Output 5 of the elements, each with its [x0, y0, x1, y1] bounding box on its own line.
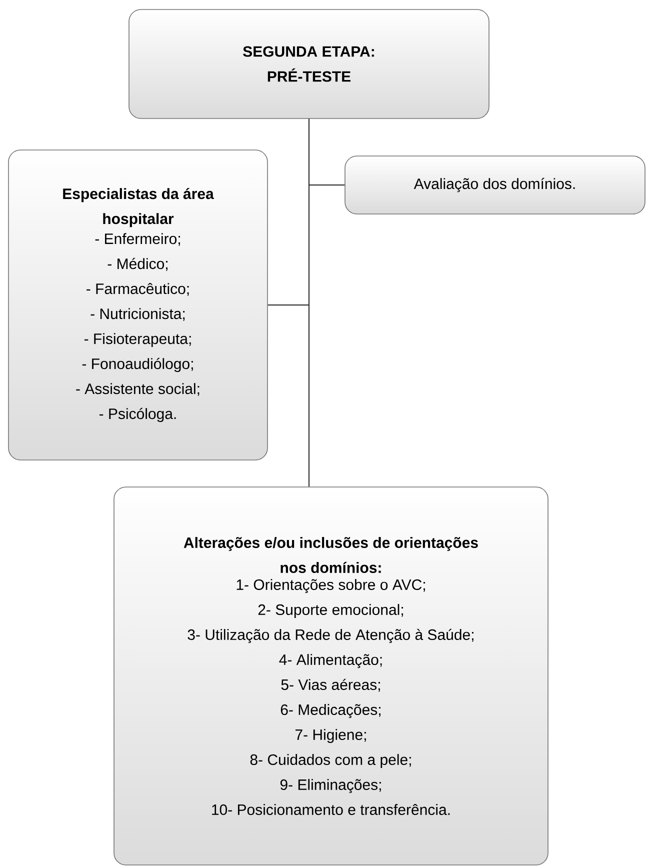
process-box: Especialistas da área hospitalar - Enfermeiro; - Médico; - Farmacêutico; - Nutricionista; - Fisioterapeuta; - Fonoaudiólogo; - Assistente social; - Psicóloga. — [8, 150, 268, 460]
process-box: Avaliação dos domínios. — [344, 156, 646, 214]
process-box: SEGUNDA ETAPA: PRÉ-TESTE — [128, 9, 490, 119]
process-box: Alterações e/ou inclusões de orientações nos domínios: 1- Orientações sobre o AVC; 2- Suporte emocional; 3- Utilização da Rede de Atenção à Saúde; 4- Alimentação; 5- Vias aéreas; 6- Medicações; 7- Higiene; 8- Cuidados com a pele; 9- Eliminações; 10- Posicionamento e transferência. — [114, 486, 548, 866]
connector-line — [308, 118, 310, 488]
